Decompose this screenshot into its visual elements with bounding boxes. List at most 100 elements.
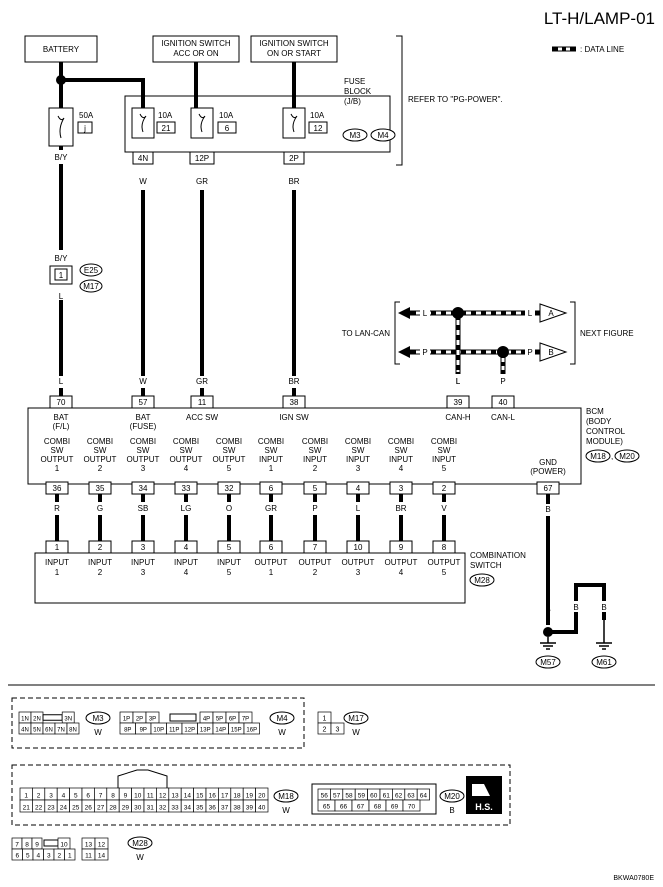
connector-pin-id: 64 (420, 793, 428, 800)
conn-a-label: A (548, 309, 554, 318)
can-l-splice (497, 346, 509, 358)
combi-pin-number: 7 (313, 543, 318, 552)
combi-switch-name-2: SWITCH (470, 561, 502, 570)
conn-a-arrow (539, 303, 568, 323)
connector-cell (330, 722, 345, 735)
connector-pin-id: 15P (231, 728, 242, 734)
page-id: LT-H/LAMP-01 (544, 9, 655, 28)
ground-m61-label: M61 (596, 658, 612, 667)
connector-pin-id: 2 (57, 853, 61, 860)
battery-box (24, 35, 98, 63)
ground-wire-1: B (545, 605, 550, 614)
connector-pin-id: 33 (171, 805, 179, 812)
bcm-wire-38: BR (288, 377, 299, 386)
connector-pin-id: 9P (140, 728, 147, 734)
joint-wire-bottom: L (59, 292, 64, 301)
ign-on-label-2: ON OR START (267, 49, 321, 58)
bcm-top-pin-number: 70 (57, 398, 66, 407)
fuse-block-title-2: BLOCK (344, 87, 372, 96)
bcm-pin-function-label: SW (265, 446, 278, 455)
connector-id-oval (343, 711, 369, 725)
ground-symbol-1 (540, 637, 556, 650)
connector-pin-id: 13 (171, 793, 179, 800)
connector-pin-id: 35 (196, 805, 204, 812)
connector-pin-id: 12P (184, 728, 195, 734)
can-top-left-wire: L (423, 309, 428, 318)
connector-cell (94, 848, 109, 861)
bcm-wire-57: W (139, 377, 147, 386)
connector-pin-id: 61 (383, 793, 391, 800)
connector-latch (169, 713, 197, 722)
bcm-pin-function-label: SW (438, 446, 451, 455)
bcm-top-pin-label: IGN SW (279, 413, 309, 422)
connector-latch (43, 839, 59, 847)
wire-color: SB (138, 504, 149, 513)
connector-pin-id: 29 (122, 805, 130, 812)
svg-text:,: , (611, 452, 613, 461)
bcm-pin-function-label: 2 (313, 464, 318, 473)
connector-color: W (94, 728, 102, 737)
ground-m61 (591, 655, 617, 669)
combi-pin-label: INPUT (174, 558, 198, 567)
combi-pin-number: 4 (184, 543, 189, 552)
svg-text:2P: 2P (289, 154, 299, 163)
combi-pin-label-2: 3 (356, 568, 361, 577)
fusible-wire: B/Y (55, 153, 69, 162)
connector-id-oval (127, 836, 153, 850)
combi-pin-label: OUTPUT (299, 558, 332, 567)
bcm-pin-function-label: 5 (442, 464, 447, 473)
connector-pin-id: 9 (35, 842, 39, 849)
connector-id-oval (85, 711, 111, 725)
connector-id: M3 (92, 714, 104, 723)
bcm-bottom-pin-number: 2 (442, 484, 447, 493)
connector-pin-id: 6 (15, 853, 19, 860)
ground-wires (546, 583, 606, 634)
connector-pin-id: 66 (340, 804, 348, 811)
bcm-wire-39: L (456, 377, 461, 386)
fusible-amp: 50A (79, 111, 94, 120)
connector-pin-id: 7N (57, 728, 65, 734)
combi-pin-label-2: 2 (98, 568, 103, 577)
bcm-conn-m20 (614, 449, 640, 463)
connector-id: M18 (278, 792, 294, 801)
connector-group-2 (11, 764, 511, 826)
bcm-pin-function-label: OUTPUT (41, 455, 74, 464)
connector-cell (243, 722, 260, 735)
combi-switch-name-1: COMBINATION (470, 551, 526, 560)
connector-pin-id: 4 (62, 793, 66, 800)
fuse-12-amp: 10A (310, 111, 325, 120)
connector-pin-id: 12 (159, 793, 167, 800)
bcm-pin-function-label: COMBI (431, 437, 457, 446)
connector-pin-id: 57 (333, 793, 341, 800)
connector-pin-id: 39 (246, 805, 254, 812)
joint-conn-e25 (79, 263, 103, 277)
wire-color: BR (395, 504, 406, 513)
connector-pin-id: 59 (358, 793, 366, 800)
combi-pin-number: 6 (269, 543, 274, 552)
connector-pin-id: 22 (35, 805, 43, 812)
connector-pin-id: 60 (370, 793, 378, 800)
combi-pin-label-2: 5 (227, 568, 232, 577)
joint-pin-box (54, 268, 68, 281)
combi-pin-label: OUTPUT (342, 558, 375, 567)
bcm-pin-function-label: 3 (141, 464, 146, 473)
connector-pin-id: 10 (60, 842, 68, 849)
connector-housing (117, 769, 168, 788)
bcm-gnd-pin: 67 (544, 484, 553, 493)
bcm-pin-function-label: COMBI (44, 437, 70, 446)
connector-color: B (449, 806, 454, 815)
connector-pin-id: 11P (169, 728, 179, 734)
connector-pin-id: 4 (36, 853, 40, 860)
bcm-top-stubs (59, 388, 296, 396)
connector-pin-id: 37 (221, 805, 229, 812)
connector-pin-id: 65 (323, 804, 331, 811)
connector-id: M17 (348, 714, 364, 723)
combi-pin-number: 3 (141, 543, 146, 552)
fuse-21-wire: W (139, 177, 147, 186)
fuse-block-conn-2-label: M4 (377, 131, 389, 140)
fuse-6: 10A 6 (190, 107, 237, 139)
